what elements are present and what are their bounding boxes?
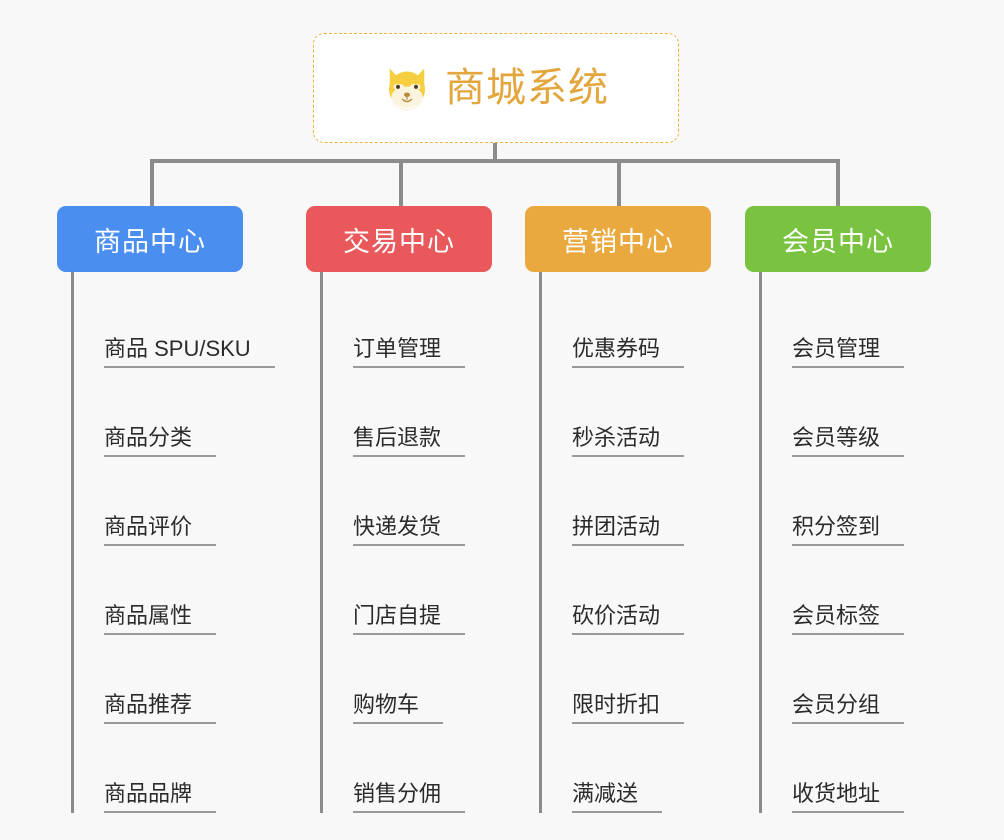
connector-drop-3 [617,159,621,207]
list-item[interactable]: 会员等级 [762,368,931,457]
list-item[interactable]: 秒杀活动 [542,368,711,457]
list-item[interactable]: 快递发货 [323,457,492,546]
category-column-3: 营销中心 优惠券码 秒杀活动 拼团活动 砍价活动 限时折扣 满减送 [525,206,711,813]
category-header-1[interactable]: 商品中心 [57,206,243,272]
connector-drop-4 [836,159,840,207]
leaf-label: 满减送 [572,781,663,813]
list-item[interactable]: 优惠券码 [542,279,711,368]
list-item[interactable]: 限时折扣 [542,635,711,724]
leaf-label: 购物车 [353,692,444,724]
leaf-label: 订单管理 [353,336,466,368]
leaf-label: 商品 SPU/SKU [104,336,275,368]
leaf-list-2: 订单管理 售后退款 快递发货 门店自提 购物车 销售分佣 [320,272,492,813]
list-item[interactable]: 积分签到 [762,457,931,546]
list-item[interactable]: 砍价活动 [542,546,711,635]
leaf-label: 商品分类 [104,425,217,457]
category-header-2[interactable]: 交易中心 [306,206,492,272]
leaf-label: 商品推荐 [104,692,217,724]
shiba-dog-face-icon [389,68,425,111]
list-item[interactable]: 售后退款 [323,368,492,457]
leaf-label: 会员等级 [792,425,905,457]
leaf-label: 售后退款 [353,425,466,457]
list-item[interactable]: 商品推荐 [74,635,275,724]
category-column-1: 商品中心 商品 SPU/SKU 商品分类 商品评价 商品属性 商品推荐 商品品牌 [57,206,275,813]
leaf-list-1: 商品 SPU/SKU 商品分类 商品评价 商品属性 商品推荐 商品品牌 [71,272,275,813]
connector-root-stem [493,143,497,162]
leaf-label: 销售分佣 [353,781,466,813]
leaf-label: 会员标签 [792,603,905,635]
list-item[interactable]: 商品分类 [74,368,275,457]
root-node[interactable]: 商城系统 [313,33,679,143]
connector-horizontal-bus [150,159,840,163]
category-column-4: 会员中心 会员管理 会员等级 积分签到 会员标签 会员分组 收货地址 [745,206,931,813]
leaf-label: 会员分组 [792,692,905,724]
list-item[interactable]: 会员管理 [762,279,931,368]
list-item[interactable]: 商品属性 [74,546,275,635]
list-item[interactable]: 会员标签 [762,546,931,635]
leaf-list-4: 会员管理 会员等级 积分签到 会员标签 会员分组 收货地址 [759,272,931,813]
leaf-label: 快递发货 [353,514,466,546]
list-item[interactable]: 满减送 [542,724,711,813]
leaf-label: 会员管理 [792,336,905,368]
list-item[interactable]: 订单管理 [323,279,492,368]
list-item[interactable]: 商品品牌 [74,724,275,813]
list-item[interactable]: 拼团活动 [542,457,711,546]
leaf-label: 门店自提 [353,603,466,635]
list-item[interactable]: 收货地址 [762,724,931,813]
leaf-label: 拼团活动 [572,514,685,546]
leaf-label: 商品评价 [104,514,217,546]
leaf-label: 砍价活动 [572,603,685,635]
list-item[interactable]: 销售分佣 [323,724,492,813]
leaf-label: 商品品牌 [104,781,217,813]
leaf-label: 积分签到 [792,514,905,546]
category-column-2: 交易中心 订单管理 售后退款 快递发货 门店自提 购物车 销售分佣 [306,206,492,813]
connector-drop-1 [150,159,154,207]
list-item[interactable]: 会员分组 [762,635,931,724]
list-item[interactable]: 商品评价 [74,457,275,546]
connector-drop-2 [399,159,403,207]
list-item[interactable]: 商品 SPU/SKU [74,279,275,368]
list-item[interactable]: 购物车 [323,635,492,724]
category-header-3[interactable]: 营销中心 [525,206,711,272]
category-header-4[interactable]: 会员中心 [745,206,931,272]
list-item[interactable]: 门店自提 [323,546,492,635]
leaf-label: 限时折扣 [572,692,685,724]
leaf-label: 收货地址 [792,781,905,813]
leaf-label: 商品属性 [104,603,217,635]
leaf-label: 秒杀活动 [572,425,685,457]
root-title: 商城系统 [445,66,609,110]
leaf-label: 优惠券码 [572,336,685,368]
leaf-list-3: 优惠券码 秒杀活动 拼团活动 砍价活动 限时折扣 满减送 [539,272,711,813]
